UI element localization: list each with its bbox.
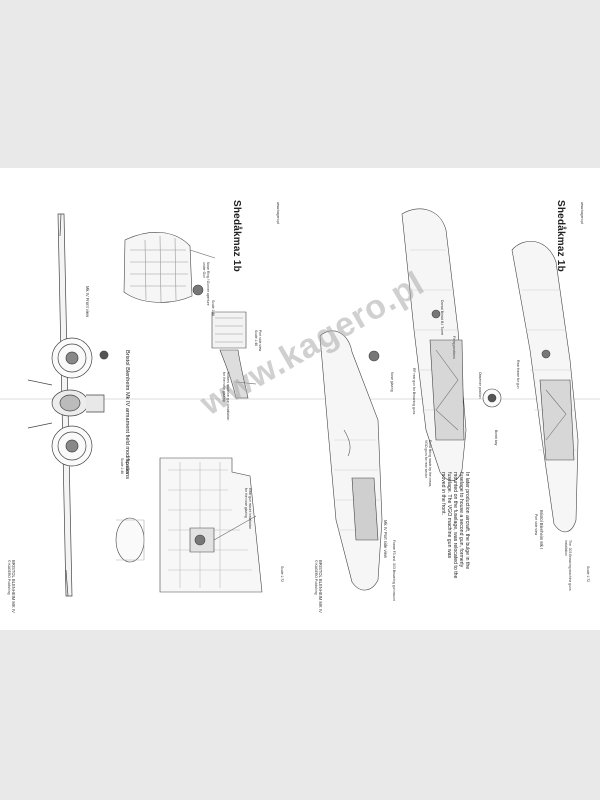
mk4-cutaway-drawing bbox=[401, 208, 502, 482]
top-view-label: Top view bbox=[125, 458, 130, 475]
port-side-detail-drawing bbox=[211, 311, 257, 399]
right-footer-scale: Scale 1:72 bbox=[586, 566, 590, 583]
left-url: www.kagero.pl bbox=[276, 202, 280, 225]
observer-label: Observer position bbox=[478, 372, 482, 399]
mk1-side-view-drawing bbox=[511, 241, 579, 533]
top-scale-label: Scale 1:48 bbox=[120, 458, 124, 475]
vickers-label: Vickers machine gun installation for the… bbox=[222, 372, 230, 421]
scale-a-label: Scale 1:48 bbox=[211, 300, 215, 317]
mk4-side-view-label: Mk IV Port side view bbox=[383, 520, 388, 558]
top-view-drawing bbox=[115, 457, 263, 593]
bomb-bay-label: Bomb bay bbox=[494, 430, 498, 446]
port-side-label: Port side view Scale 1:48 bbox=[254, 330, 262, 352]
mk4-side-view-drawing bbox=[319, 330, 383, 591]
rf-rear-gun-label: RF rear gun for Browning guns bbox=[412, 368, 416, 415]
nose-gun-label: Nose Ring / Gunner aperture under Gun bbox=[202, 262, 210, 306]
left-header: Shedåkmaz 1b bbox=[231, 200, 242, 272]
front-turret-label: Frame F3 and .303 Browning gun mount bbox=[392, 540, 396, 601]
production-note: In later production aircraft, the bulge … bbox=[440, 472, 470, 579]
mk1-title: Bristol Blenheim Mk I bbox=[539, 510, 544, 550]
nose-detail-drawing bbox=[123, 231, 216, 303]
extra-gun-label: Extra fitting made by the crews, VGO gun… bbox=[424, 440, 432, 488]
front-view-drawing bbox=[27, 213, 109, 597]
front-view-label: Mk IV Front view bbox=[85, 286, 90, 318]
firing-pos-label: Firing positions bbox=[452, 336, 456, 359]
right-url: www.kagero.pl bbox=[580, 202, 584, 225]
rear-frame-label: Rear frame for gun bbox=[516, 360, 520, 389]
mk1-note: The .303 Browning machine guns installat… bbox=[564, 540, 572, 591]
right-header: Shedåkmaz 1b bbox=[555, 200, 566, 272]
mk1-view-label: Port side view bbox=[534, 514, 538, 536]
rear-gun-left-label: Rear gun mount installation for the nose… bbox=[244, 488, 252, 530]
right-corner-mid: BRISTOL BLENHEIM MK IV bbox=[318, 560, 323, 613]
glazing-label: Nose glazing bbox=[390, 372, 394, 392]
left-footer-scale: Scale 1:72 bbox=[280, 566, 284, 583]
dorsal-turret-label: Dorsal Bristol B.I Turret bbox=[440, 300, 444, 336]
left-corner-mid: BRISTOL BLENHEIM MK IV bbox=[11, 560, 16, 613]
